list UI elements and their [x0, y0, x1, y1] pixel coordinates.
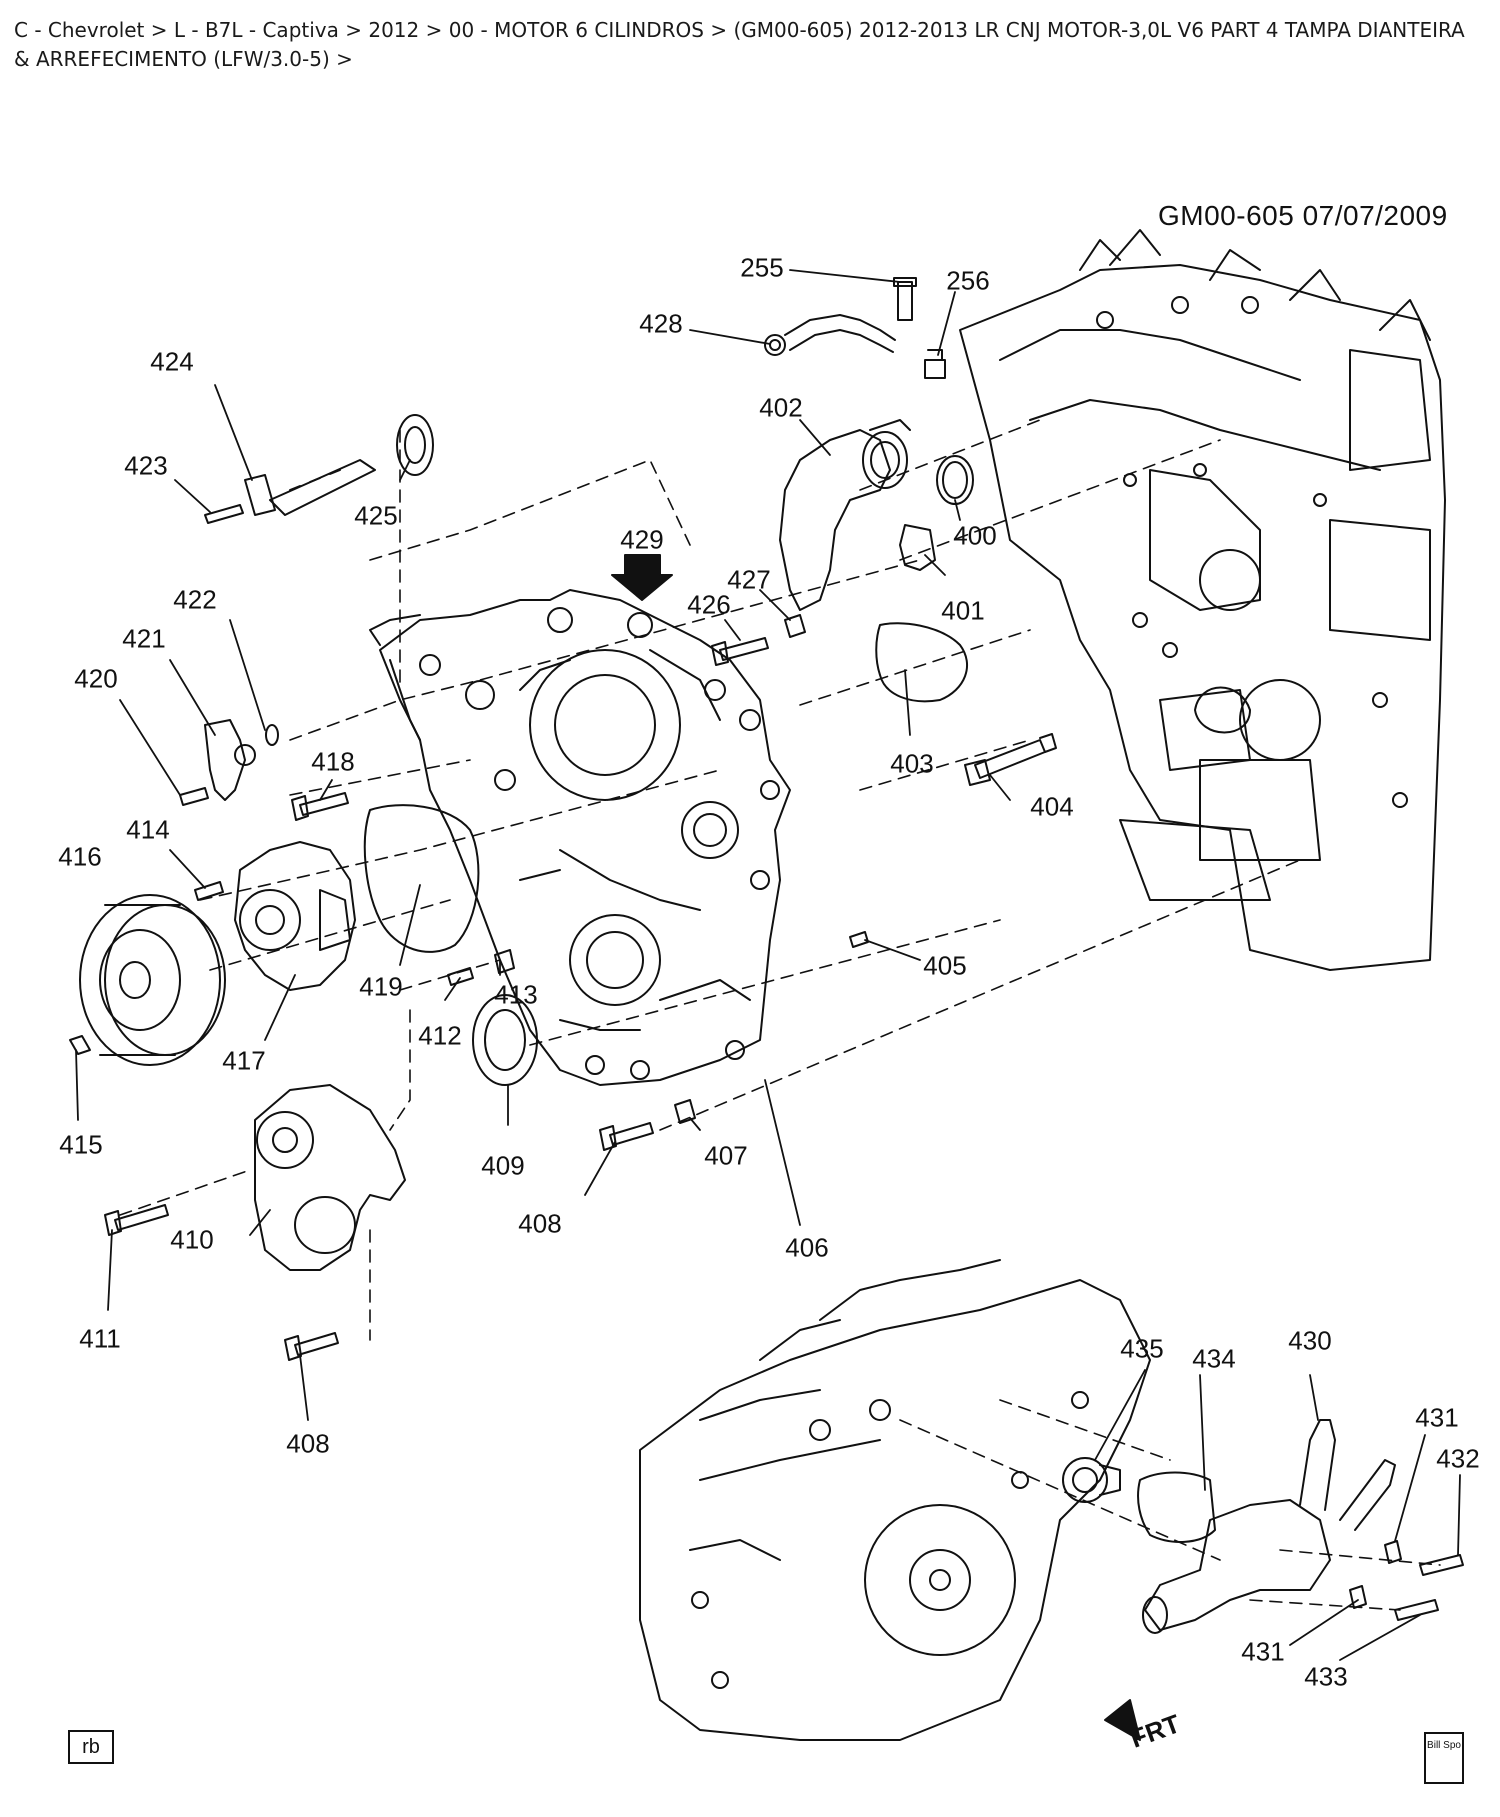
bolt-423	[204, 504, 244, 524]
callout-407: 407	[704, 1140, 748, 1171]
thermostat-435	[1062, 1457, 1121, 1503]
nut-413	[494, 949, 515, 974]
callout-425: 425	[354, 500, 398, 531]
gasket-434	[1137, 1471, 1216, 1543]
callout-416: 416	[58, 841, 102, 872]
bolt-420	[179, 787, 209, 806]
callout-433: 433	[1304, 1661, 1348, 1692]
callout-256: 256	[946, 265, 990, 296]
seal-401	[899, 524, 936, 571]
callout-431-upper: 431	[1415, 1402, 1459, 1433]
callout-428: 428	[639, 308, 683, 339]
callout-408-lower: 408	[286, 1428, 330, 1459]
callout-411: 411	[79, 1323, 121, 1354]
front-arrow-icon	[1104, 1699, 1141, 1741]
seal-400	[936, 455, 974, 505]
callout-420: 420	[74, 663, 118, 694]
callout-424: 424	[150, 346, 194, 377]
callout-412: 412	[418, 1020, 462, 1051]
bolt-412	[447, 967, 474, 986]
view-arrow-429	[611, 554, 673, 601]
water-pump-417	[234, 841, 356, 991]
nut-407	[674, 1099, 696, 1124]
engine-block-lower	[639, 1259, 1151, 1741]
nut-427	[784, 614, 806, 638]
callout-430: 430	[1288, 1325, 1332, 1356]
bolt-431b	[1349, 1585, 1367, 1609]
callout-419: 419	[359, 971, 403, 1002]
bolt-408-upper	[609, 1122, 654, 1146]
gasket-419	[363, 804, 480, 953]
bolt-408-lower	[294, 1332, 339, 1356]
bolt-426	[711, 637, 769, 666]
bypass-hose-428	[764, 314, 896, 356]
housing-430	[1142, 1419, 1396, 1634]
callout-431-lower: 431	[1241, 1636, 1285, 1667]
callout-423: 423	[124, 450, 168, 481]
plug-256	[924, 349, 946, 379]
bolt-415	[69, 1035, 91, 1055]
callout-400: 400	[953, 520, 997, 551]
gasket-403	[875, 622, 969, 703]
bolt-414	[194, 881, 224, 901]
callout-418: 418	[311, 746, 355, 777]
stud-404	[964, 733, 1057, 786]
callout-421: 421	[122, 623, 166, 654]
breadcrumb: C - Chevrolet > L - B7L - Captiva > 2012…	[14, 18, 1465, 71]
callout-405: 405	[923, 950, 967, 981]
callout-434: 434	[1192, 1343, 1236, 1374]
seal-425	[396, 414, 434, 476]
callout-427: 427	[727, 564, 771, 595]
callout-422: 422	[173, 584, 217, 615]
callout-402: 402	[759, 392, 803, 423]
callout-404: 404	[1030, 791, 1074, 822]
rb-label: rb	[68, 1730, 114, 1764]
callout-406: 406	[785, 1232, 829, 1263]
callout-426: 426	[687, 589, 731, 620]
bolt-255	[893, 277, 917, 321]
callout-432: 432	[1436, 1443, 1480, 1474]
callout-417: 417	[222, 1045, 266, 1076]
callout-408-upper: 408	[518, 1208, 562, 1239]
publisher-logo: Bill Spo	[1424, 1732, 1464, 1784]
pulley-416	[79, 894, 226, 1066]
bolt-411	[114, 1204, 169, 1231]
sensor-421	[204, 719, 256, 801]
callout-435: 435	[1120, 1333, 1164, 1364]
bolt-431a	[1384, 1540, 1402, 1564]
callout-410: 410	[170, 1224, 214, 1255]
sensor-424	[244, 459, 376, 516]
diagram-id-date: GM00-605 07/07/2009	[1158, 200, 1448, 231]
front-cover-406	[369, 589, 791, 1086]
water-outlet-402	[779, 419, 911, 611]
bolt-432	[1419, 1554, 1464, 1576]
callout-429: 429	[620, 524, 664, 555]
ring-422	[265, 724, 279, 746]
callout-413: 413	[494, 979, 538, 1010]
callout-409: 409	[481, 1150, 525, 1181]
callout-401: 401	[941, 595, 985, 626]
callout-414: 414	[126, 814, 170, 845]
callout-403: 403	[890, 748, 934, 779]
seal-409	[472, 994, 538, 1086]
bolt-433	[1394, 1599, 1439, 1621]
tensioner-410	[254, 1084, 406, 1271]
bolt-418	[299, 792, 349, 816]
engine-block-upper	[959, 229, 1446, 971]
callout-255: 255	[740, 252, 784, 283]
callout-415: 415	[59, 1129, 103, 1160]
